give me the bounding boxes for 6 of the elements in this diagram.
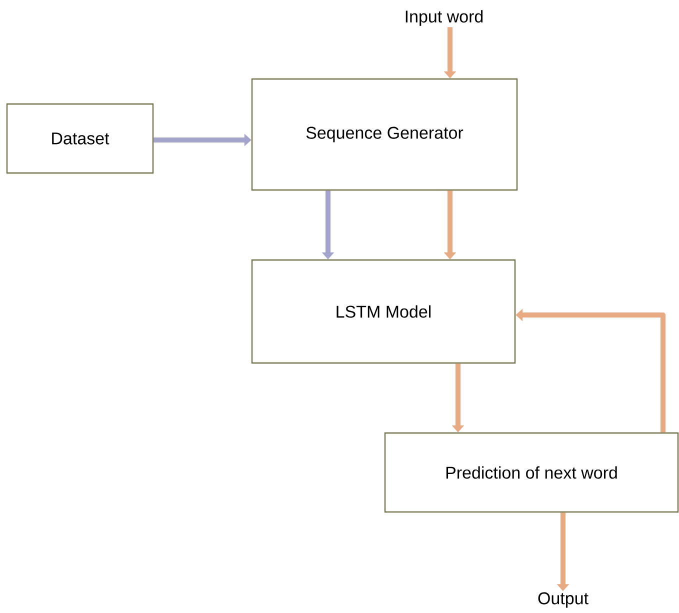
process-box: LSTM Model bbox=[251, 259, 516, 364]
terminal-label: Input word bbox=[406, 10, 483, 26]
process-box: Dataset bbox=[6, 103, 154, 174]
process-box: Sequence Generator bbox=[251, 78, 518, 191]
process-box: Prediction of next word bbox=[384, 432, 679, 513]
terminal-label: Output bbox=[538, 592, 588, 608]
